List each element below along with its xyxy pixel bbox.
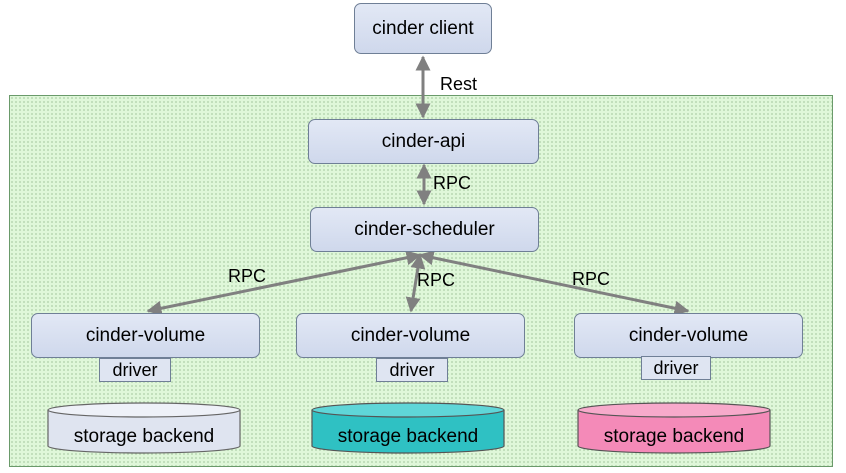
cylinder-top (577, 402, 771, 418)
rpc-label-left: RPC (228, 266, 267, 286)
cylinder-body (311, 410, 505, 454)
storage-cylinder-shape (311, 402, 505, 454)
storage-backend-cylinder: storage backend (46, 402, 242, 454)
storage-backend-cylinder: storage backend (310, 402, 506, 454)
driver-box: driver (376, 358, 448, 382)
rpc-label-right: RPC (572, 269, 611, 289)
driver-box: driver (641, 356, 711, 380)
storage-backend-label: storage backend (337, 426, 479, 447)
rest-label: Rest (440, 74, 478, 94)
storage-backend-cylinder: storage backend (576, 402, 772, 454)
rpc-label-middle: RPC (417, 270, 456, 290)
storage-cylinder-shape (47, 402, 241, 454)
rpc-arrow-volume-middle (405, 253, 426, 313)
rpc-label-api-scheduler: RPC (433, 173, 472, 193)
cylinder-top (47, 402, 241, 418)
cylinder-body (577, 410, 771, 454)
cinder-volume-box: cinder-volume (31, 313, 260, 358)
storage-backend-label: storage backend (73, 426, 215, 447)
storage-backend-label: storage backend (603, 426, 745, 447)
cinder-scheduler-box: cinder-scheduler (310, 207, 539, 252)
rpc-arrow-volume-left (146, 250, 422, 316)
cinder-volume-box: cinder-volume (574, 313, 803, 358)
rpc-arrow-volume-right (418, 250, 690, 316)
cylinder-body (47, 410, 241, 454)
cinder-volume-box: cinder-volume (296, 313, 525, 358)
cinder-client-box: cinder client (354, 3, 492, 54)
cinder-api-box: cinder-api (308, 119, 539, 164)
cylinder-top (311, 402, 505, 418)
driver-box: driver (99, 358, 171, 382)
storage-cylinder-shape (577, 402, 771, 454)
